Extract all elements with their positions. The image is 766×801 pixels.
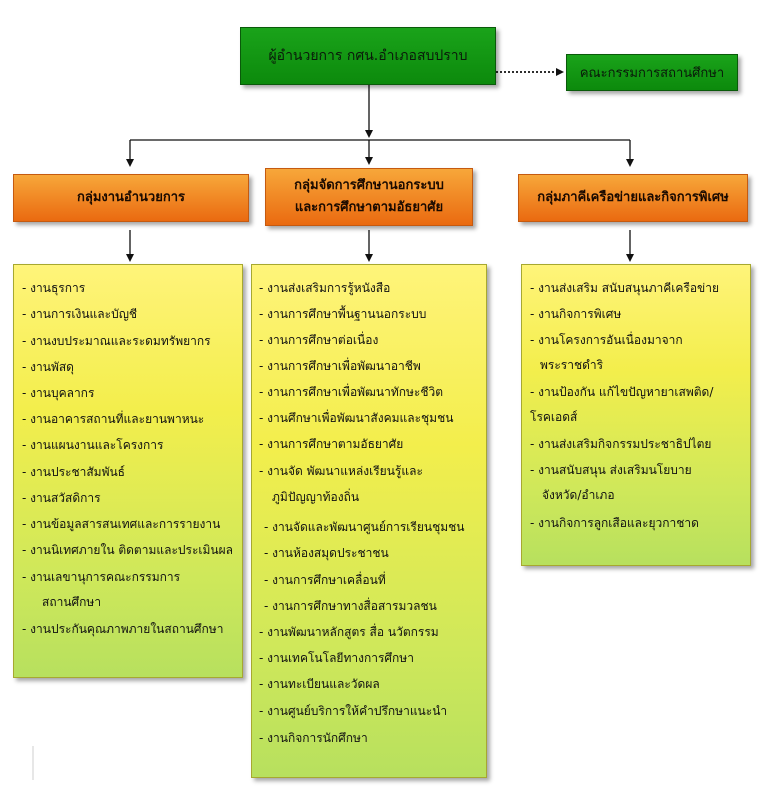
list-item: - งานพัฒนาหลักสูตร สื่อ นวัตกรรม [259, 625, 439, 639]
list-item: - งานศูนย์บริการให้คำปรึกษาแนะนำ [259, 704, 448, 718]
list-item: - งานอาคารสถานที่และยานพาหนะ [22, 412, 205, 426]
list-item: - งานนิเทศภายใน ติดตามและประเมินผล [22, 543, 234, 557]
list-item: - งานกิจการนักศึกษา [259, 731, 368, 745]
list-item: - งานการศึกษาทางสื่อสารมวลชน [264, 599, 437, 613]
list-item: จังหวัด/อำเภอ [542, 488, 615, 502]
committee-label: คณะกรรมการสถานศึกษา [579, 66, 725, 81]
list-item: - งานการศึกษาเพื่อพัฒนาอาชีพ [259, 359, 421, 373]
group-header-network: กลุ่มภาคีเครือข่ายและกิจการพิเศษ [518, 174, 748, 222]
list-item: - งานเทคโนโลยีทางการศึกษา [259, 651, 414, 665]
list-item: - งานส่งเสริม สนับสนุนภาคีเครือข่าย [530, 281, 720, 295]
list-item: - งานข้อมูลสารสนเทศและการรายงาน [22, 517, 221, 531]
group-header-nonformal: กลุ่มจัดการศึกษานอกระบบ และการศึกษาตามอั… [265, 168, 473, 226]
list-item: - งานกิจการลูกเสือและยุวกาชาด [530, 516, 699, 530]
list-item: สถานศึกษา [42, 595, 102, 609]
list-item: - งานศึกษาเพื่อพัฒนาสังคมและชุมชน [259, 411, 454, 425]
list-item: - งานการศึกษาเคลื่อนที่ [264, 573, 386, 587]
list-item: - งานบุคลากร [22, 386, 95, 400]
list-item: ภูมิปัญญาท้องถิ่น [272, 490, 360, 504]
list-item: โรคเอดส์ [530, 410, 578, 424]
list-admin-tasks: - งานธุรการ - งานการเงินและบัญชี - งานงบ… [13, 264, 243, 678]
list-item: - งานงบประมาณและระดมทรัพยากร [22, 334, 211, 348]
list-nonformal-tasks: - งานส่งเสริมการรู้หนังสือ - งานการศึกษา… [251, 264, 487, 778]
list-item: - งานประกันคุณภาพภายในสถานศึกษา [22, 622, 224, 636]
list-item: - งานสวัสดิการ [22, 491, 101, 505]
list-item: - งานพัสดุ [22, 360, 74, 374]
group-title-admin: กลุ่มงานอำนวยการ [76, 190, 185, 205]
director-box: ผู้อำนวยการ กศน.อำเภอสบปราบ [240, 27, 496, 85]
list-item: - งานจัดและพัฒนาศูนย์การเรียนชุมชน [264, 520, 465, 534]
group-header-admin: กลุ่มงานอำนวยการ [13, 174, 249, 222]
list-item: - งานเลขานุการคณะกรรมการ [22, 570, 181, 584]
group-title-nonformal-line1: กลุ่มจัดการศึกษานอกระบบ [294, 178, 444, 193]
list-item: - งานการเงินและบัญชี [22, 307, 138, 321]
list-item: - งานทะเบียนและวัดผล [259, 677, 380, 691]
list-item: - งานโครงการอันเนื่องมาจาก [530, 333, 683, 347]
list-item: พระราชดำริ [540, 358, 604, 372]
list-item: - งานป้องกัน แก้ไขปัญหายาเสพติด/ [530, 385, 714, 399]
list-item: - งานการศึกษาตามอัธยาศัย [259, 437, 404, 451]
list-item: - งานแผนงานและโครงการ [22, 438, 164, 452]
list-item: - งานสนับสนุน ส่งเสริมนโยบาย [530, 463, 692, 477]
list-item: - งานส่งเสริมกิจกรรมประชาธิปไตย [530, 437, 712, 451]
list-item: - งานการศึกษาเพื่อพัฒนาทักษะชีวิต [259, 385, 444, 399]
list-item: - งานการศึกษาต่อเนื่อง [259, 333, 379, 347]
list-item: - งานส่งเสริมการรู้หนังสือ [259, 281, 391, 295]
director-label: ผู้อำนวยการ กศน.อำเภอสบปราบ [268, 48, 468, 64]
list-item: - งานจัด พัฒนาแหล่งเรียนรู้และ [259, 464, 423, 478]
list-item: - งานการศึกษาพื้นฐานนอกระบบ [259, 307, 427, 321]
list-item: - งานห้องสมุดประชาชน [264, 546, 389, 560]
list-network-tasks: - งานส่งเสริม สนับสนุนภาคีเครือข่าย - งา… [521, 264, 751, 566]
list-item: - งานธุรการ [22, 281, 86, 295]
list-item: - งานประชาสัมพันธ์ [22, 465, 126, 479]
committee-box: คณะกรรมการสถานศึกษา [566, 54, 738, 91]
group-title-network: กลุ่มภาคีเครือข่ายและกิจการพิเศษ [537, 190, 729, 205]
list-item: - งานกิจการพิเศษ [530, 307, 622, 321]
group-title-nonformal-line2: และการศึกษาตามอัธยาศัย [294, 200, 444, 215]
